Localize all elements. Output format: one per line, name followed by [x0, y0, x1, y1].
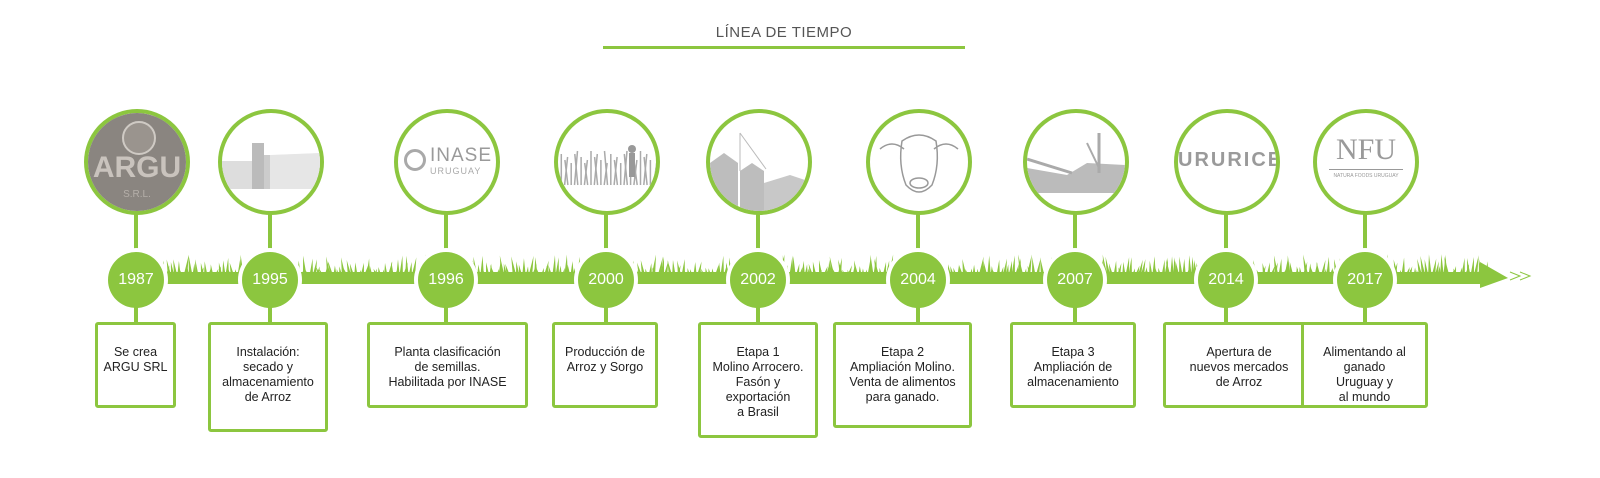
- argu-logo: ARGU: [92, 151, 182, 184]
- connector: [1073, 302, 1077, 324]
- page-title: LÍNEA DE TIEMPO: [715, 24, 853, 41]
- year-badge: 2002: [730, 252, 786, 308]
- connector: [756, 212, 760, 258]
- connector: [1363, 302, 1367, 324]
- connector: [268, 302, 272, 324]
- event-description: Etapa 2 Ampliación Molino. Venta de alim…: [833, 322, 972, 428]
- event-description: Instalación: secado y almacenamiento de …: [208, 322, 328, 432]
- connector: [756, 302, 760, 324]
- connector: [444, 212, 448, 258]
- event-description: Producción de Arroz y Sorgo: [552, 322, 658, 408]
- connector: [268, 212, 272, 258]
- event-image: NFU NATURA FOODS URUGUAY: [1313, 109, 1419, 215]
- event-description: Etapa 3 Ampliación de almacenamiento: [1010, 322, 1136, 408]
- storage-plant-icon: [1027, 133, 1125, 193]
- year-badge: 2014: [1198, 252, 1254, 308]
- connector: [1073, 212, 1077, 258]
- connector: [916, 302, 920, 324]
- cow-icon: [879, 134, 959, 193]
- year-badge: 1996: [418, 252, 474, 308]
- nfu-logo: NFU: [1335, 133, 1396, 166]
- timeline-line: [150, 272, 1490, 284]
- event-description: Planta clasificación de semillas. Habili…: [367, 322, 528, 408]
- event-image: ARGU S.R.L.: [84, 109, 190, 215]
- year-badge: 2000: [578, 252, 634, 308]
- event-image: [706, 109, 812, 215]
- event-description: Etapa 1 Molino Arrocero. Fasón y exporta…: [698, 322, 818, 438]
- year-badge: 2007: [1047, 252, 1103, 308]
- year-badge: 1987: [108, 252, 164, 308]
- event-image: [218, 109, 324, 215]
- silo-building-icon: [222, 143, 320, 189]
- year-badge: 2017: [1337, 252, 1393, 308]
- inase-logo: INASE: [430, 145, 493, 166]
- connector: [604, 212, 608, 258]
- title-underline: [603, 46, 965, 49]
- connector: [916, 212, 920, 258]
- connector: [134, 212, 138, 258]
- year-badge: 2004: [890, 252, 946, 308]
- event-image: [554, 109, 660, 215]
- event-image: INASE URUGUAY: [394, 109, 500, 215]
- connector: [1224, 302, 1228, 324]
- year-badge: 1995: [242, 252, 298, 308]
- ururice-logo: URURICE: [1178, 149, 1280, 171]
- event-image: URURICE: [1174, 109, 1280, 215]
- inase-leaf-icon: [404, 149, 426, 171]
- arrow-feather-icon: [1509, 271, 1532, 281]
- mill-icon: [710, 132, 808, 211]
- connector: [444, 302, 448, 324]
- crop-field-icon: [558, 145, 656, 186]
- event-description: Apertura de nuevos mercados de Arroz: [1163, 322, 1315, 408]
- timeline-arrowhead: [1480, 262, 1508, 288]
- connector: [1224, 212, 1228, 258]
- connector: [1363, 212, 1367, 258]
- connector: [134, 302, 138, 324]
- event-image: [866, 109, 972, 215]
- event-description: Se crea ARGU SRL: [95, 322, 176, 408]
- event-image: [1023, 109, 1129, 215]
- event-description: Alimentando al ganado Uruguay y al mundo: [1301, 322, 1428, 408]
- connector: [604, 302, 608, 324]
